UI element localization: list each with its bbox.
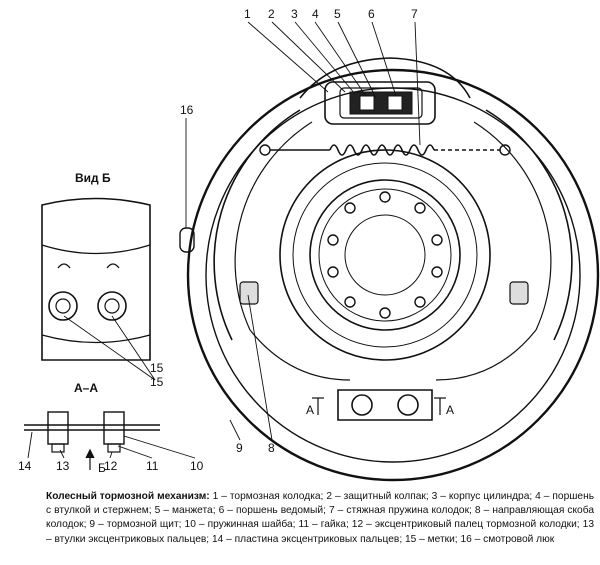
wheel-cylinder: [299, 57, 471, 125]
guide-bracket: [239, 281, 529, 305]
eccentric-pin-plate: [337, 389, 433, 421]
view-b-drawing: [41, 197, 151, 361]
callout-6: 6: [368, 7, 375, 21]
tension-spring: [259, 144, 511, 156]
caption-title: Колесный тормозной механизм:: [46, 491, 210, 502]
section-marker-a: [312, 397, 446, 415]
arrow-b-label: Б: [98, 461, 106, 475]
callout-1: 1: [244, 7, 251, 21]
section-a-a-drawing: [24, 411, 160, 453]
hub-plate: [279, 149, 491, 361]
arrow-b: [85, 448, 95, 470]
callout-14: 14: [18, 459, 32, 473]
callout-2: 2: [268, 7, 275, 21]
callout-5: 5: [334, 7, 341, 21]
hub-bolt-holes: [327, 191, 443, 319]
caption-text: 1 – тормозная колодка; 2 – защитный колп…: [46, 491, 595, 545]
callout-7: 7: [411, 7, 418, 21]
callout-3: 3: [291, 7, 298, 21]
callout-8: 8: [268, 441, 275, 455]
callout-11: 11: [146, 459, 159, 473]
section-title: А–А: [74, 381, 98, 395]
leader-lines: [27, 21, 421, 459]
view-b-title: Вид Б: [75, 171, 111, 185]
callout-10: 10: [190, 459, 204, 473]
callout-4: 4: [312, 7, 319, 21]
callout-12: 12: [104, 459, 118, 473]
callout-9: 9: [236, 441, 243, 455]
callout-15-a: 15: [150, 361, 164, 375]
brake-shoe: [213, 109, 573, 381]
callout-16: 16: [180, 103, 194, 117]
section-marker-left: А: [306, 403, 314, 417]
brake-shield: [186, 68, 600, 482]
figure-caption: Колесный тормозной механизм: 1 – тормозн…: [46, 490, 594, 547]
callout-15-b: 15: [150, 375, 164, 389]
callout-13: 13: [56, 459, 70, 473]
section-marker-right: А: [446, 403, 454, 417]
inspection-hole: [179, 227, 195, 253]
